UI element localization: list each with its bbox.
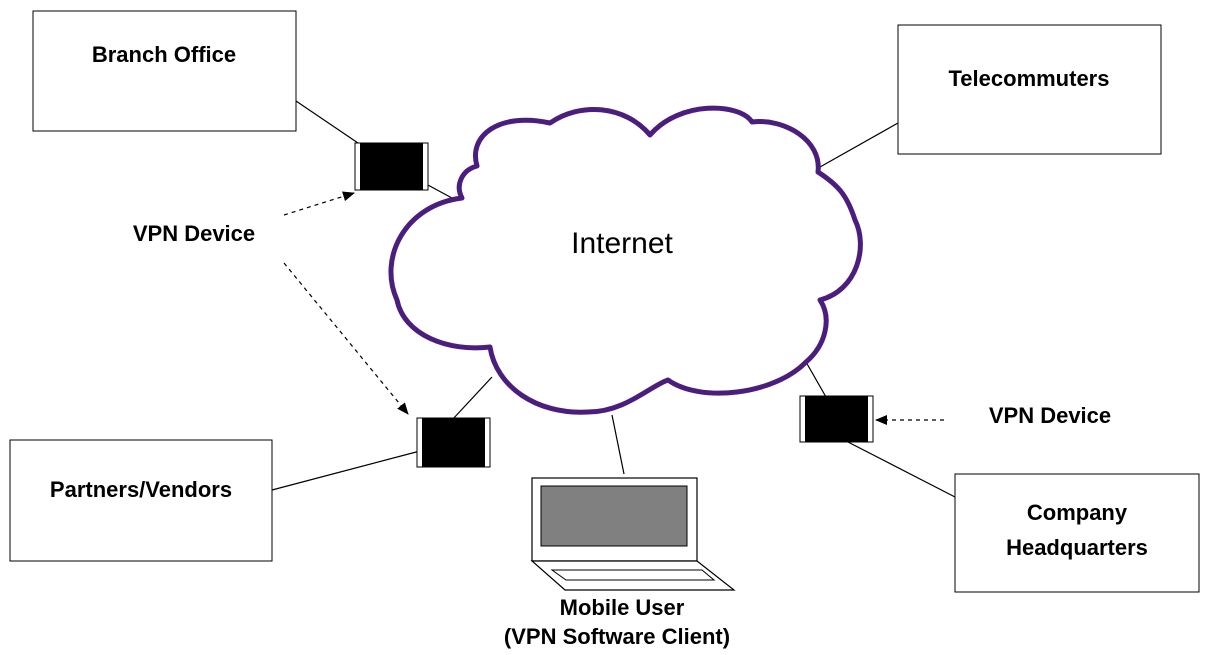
telecommuters-label: Telecommuters [949,66,1110,91]
internet-cloud [388,105,863,415]
branch-office-box [32,10,297,132]
link-device-to-internet-branch [425,183,453,199]
vpn-arrow-to-branch-device [283,191,355,216]
vpn-device-partners [416,417,491,468]
vpn-device-hq [799,395,874,443]
vpn-arrow-to-partners-device [283,262,409,415]
mobile-user-label-line1: Mobile User [560,595,685,620]
link-internet-to-laptop [611,414,625,475]
vpn-device-label-left: VPN Device [133,221,255,246]
link-branch-to-device [295,100,359,144]
partners-vendors-label: Partners/Vendors [50,477,232,502]
partners-vendors-box [9,439,273,562]
company-hq-label-line1: Company [1027,500,1128,525]
branch-office-label: Branch Office [92,42,236,67]
company-hq-label-line2: Headquarters [1006,535,1148,560]
telecommuters-box [897,24,1162,155]
link-hq-device-to-hq [847,441,956,498]
company-hq-box [954,473,1200,593]
link-internet-to-telecommuters [819,122,899,168]
vpn-device-branch [354,142,429,191]
link-internet-to-hq-device [805,361,827,398]
link-partners-device-to-partners [271,450,421,491]
mobile-user-label-line2: (VPN Software Client) [504,624,730,649]
link-internet-to-partners-device [451,376,493,421]
laptop-icon [530,477,736,591]
internet-label: Internet [571,227,673,260]
vpn-device-label-right: VPN Device [989,403,1111,428]
